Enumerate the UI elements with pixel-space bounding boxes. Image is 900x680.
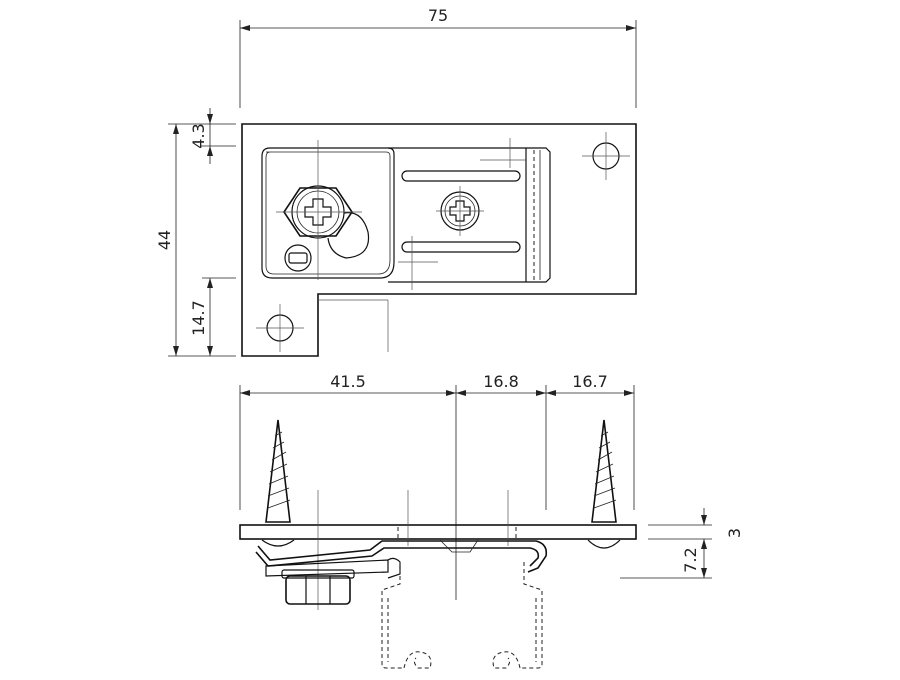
slider-plate	[388, 147, 551, 283]
top-view: 75	[155, 6, 637, 357]
dim-offset-small: 4.3	[189, 108, 236, 164]
hex-bolt	[276, 140, 370, 280]
dim-label-3: 3	[725, 528, 744, 538]
side-view: 41.5 16.8 16.7	[239, 372, 744, 669]
screw-left	[261, 419, 295, 547]
side-plate	[239, 524, 637, 540]
slider-screw	[436, 186, 484, 236]
dim-lower-height: 14.7	[189, 277, 236, 356]
small-nut	[284, 244, 312, 272]
mount-hole-left	[256, 304, 304, 352]
dim-chain: 41.5 16.8 16.7	[239, 372, 635, 600]
dim-label-4-3: 4.3	[189, 123, 208, 148]
dim-label-44: 44	[155, 230, 174, 250]
hex-nut	[281, 569, 355, 605]
mount-hole-right	[582, 132, 630, 180]
slot-lower	[401, 241, 521, 253]
dim-total-height: 44	[155, 123, 236, 357]
dim-label-16-7: 16.7	[572, 372, 608, 391]
dim-label-75: 75	[428, 6, 448, 25]
inner-recess	[261, 147, 395, 279]
dim-label-7-2: 7.2	[681, 547, 700, 572]
dim-drop-height: 7.2	[620, 539, 712, 579]
slot-upper	[401, 170, 521, 182]
dim-label-14-7: 14.7	[189, 300, 208, 336]
bent-bracket	[255, 540, 548, 573]
dim-label-16-8: 16.8	[483, 372, 519, 391]
dim-plate-thickness: 3	[648, 508, 744, 549]
screw-right	[587, 419, 621, 549]
rail-channel	[381, 562, 543, 669]
dim-overall-width: 75	[239, 6, 637, 108]
bracket-outline	[241, 123, 637, 357]
dim-label-41-5: 41.5	[330, 372, 366, 391]
